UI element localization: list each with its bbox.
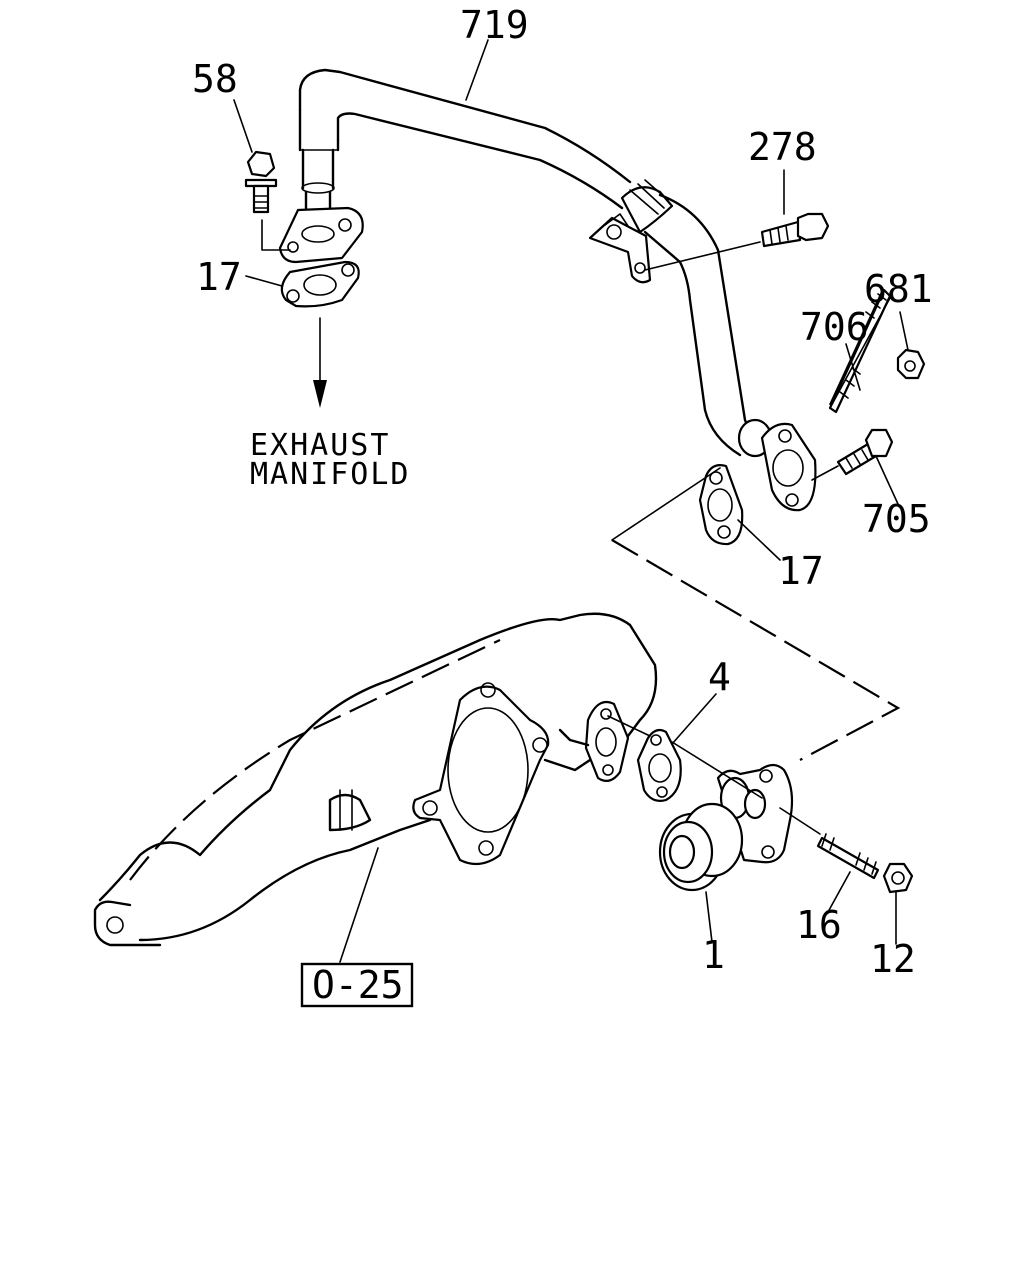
part-labels: 719 58 17 278 681 706 705 17 4 1 16 12 bbox=[192, 3, 933, 981]
egr-valve-1 bbox=[658, 763, 794, 892]
label-681: 681 bbox=[864, 267, 933, 311]
reference-box: O-25 bbox=[300, 962, 414, 1008]
label-719: 719 bbox=[460, 3, 529, 47]
stud-706 bbox=[828, 288, 892, 414]
bolt-705 bbox=[811, 428, 894, 481]
bolt-278 bbox=[644, 212, 830, 271]
label-1: 1 bbox=[702, 933, 725, 977]
bolt-58 bbox=[244, 150, 291, 251]
label-4: 4 bbox=[708, 655, 731, 699]
egr-pipe-719 bbox=[278, 68, 817, 512]
label-12: 12 bbox=[870, 937, 916, 981]
stud-16 bbox=[816, 833, 880, 880]
label-278: 278 bbox=[748, 125, 817, 169]
exhaust-manifold-note: EXHAUST MANIFOLD bbox=[250, 428, 411, 492]
nut-681 bbox=[896, 348, 926, 380]
nut-12 bbox=[882, 862, 914, 894]
gasket-4 bbox=[636, 728, 682, 802]
label-16: 16 bbox=[796, 903, 842, 947]
label-58: 58 bbox=[192, 57, 238, 101]
assembly-lines bbox=[313, 317, 901, 835]
note-line-2: MANIFOLD bbox=[250, 457, 411, 492]
note-line-1: EXHAUST bbox=[250, 428, 390, 463]
leader-lines bbox=[233, 39, 909, 963]
label-17-top: 17 bbox=[196, 255, 242, 299]
gasket-17-right bbox=[698, 464, 744, 546]
exhaust-manifold bbox=[93, 612, 658, 947]
reference-box-label: O-25 bbox=[312, 963, 404, 1007]
label-17-right: 17 bbox=[778, 549, 824, 593]
label-706: 706 bbox=[800, 305, 869, 349]
gasket-17-top bbox=[280, 260, 360, 308]
label-705: 705 bbox=[862, 497, 931, 541]
